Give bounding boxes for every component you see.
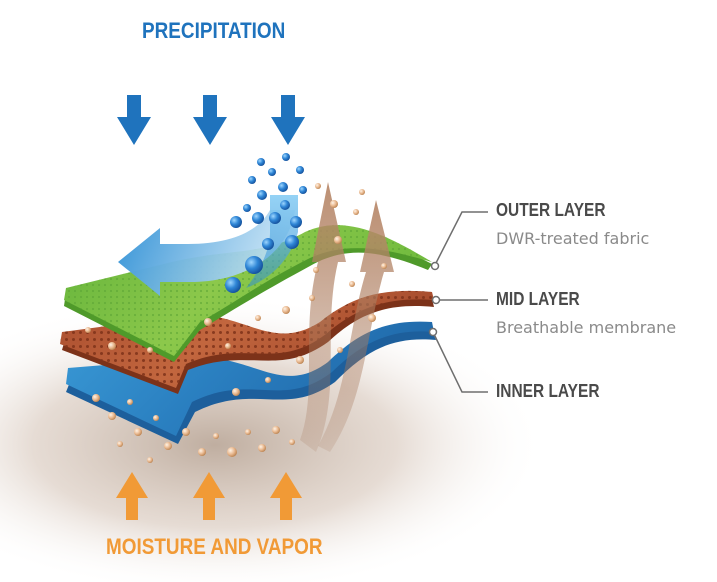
outer-layer-description: DWR-treated fabric	[496, 229, 650, 248]
droplet-icon	[230, 216, 242, 228]
particle-icon	[296, 356, 304, 364]
water-droplets	[225, 153, 307, 293]
particle-icon	[258, 444, 266, 452]
particle-icon	[337, 347, 343, 353]
repel-flow	[118, 210, 295, 296]
inner-layer-leader	[432, 331, 488, 393]
droplet-icon	[268, 168, 276, 176]
particle-icon	[225, 343, 231, 349]
droplet-icon	[225, 277, 241, 293]
droplet-icon	[282, 153, 290, 161]
particle-icon	[282, 306, 290, 314]
particle-icon	[108, 412, 116, 420]
droplet-icon	[299, 186, 307, 194]
particle-icon	[359, 189, 365, 195]
arrow-up-icon	[270, 472, 302, 520]
droplet-icon	[280, 200, 290, 210]
particle-icon	[349, 281, 355, 287]
droplet-icon	[262, 238, 274, 250]
rain-arrows	[117, 95, 305, 145]
particle-icon	[182, 428, 190, 436]
particle-icon	[127, 399, 133, 405]
droplet-icon	[257, 158, 265, 166]
outer-layer-leader	[434, 211, 488, 266]
droplet-icon	[257, 190, 267, 200]
particle-icon	[227, 447, 237, 457]
leader-dots	[428, 261, 441, 337]
particle-icon	[147, 347, 153, 353]
droplet-icon	[243, 204, 251, 212]
particle-icon	[353, 209, 359, 215]
droplet-icon	[269, 212, 281, 224]
particle-icon	[92, 394, 100, 402]
particle-icon	[245, 429, 251, 435]
particle-icon	[153, 415, 159, 421]
leader-lines	[432, 211, 488, 393]
vapor-particles	[85, 183, 387, 463]
particle-icon	[85, 327, 91, 333]
particle-icon	[198, 448, 206, 456]
mid-layer-description: Breathable membrane	[496, 318, 677, 337]
curved-arrow-icon	[118, 210, 295, 296]
particle-icon	[232, 388, 240, 396]
moisture-arrows	[116, 472, 302, 520]
particle-icon	[147, 457, 153, 463]
particle-icon	[117, 441, 123, 447]
mid-layer-shape	[60, 290, 434, 394]
particle-icon	[204, 318, 212, 326]
droplet-icon	[278, 182, 288, 192]
particle-icon	[255, 315, 261, 321]
droplet-icon	[252, 212, 264, 224]
arrow-down-icon	[193, 95, 227, 145]
moisture-vapor-title: MOISTURE AND VAPOR	[106, 534, 323, 559]
arrow-down-icon	[117, 95, 151, 145]
arrow-up-icon	[193, 472, 225, 520]
particle-icon	[134, 428, 142, 436]
particle-icon	[108, 342, 116, 350]
arrow-up-icon	[116, 472, 148, 520]
particle-icon	[315, 183, 321, 189]
particle-icon	[330, 200, 338, 208]
particle-icon	[368, 314, 376, 322]
outer-layer-shape	[64, 225, 432, 362]
outer-layer-label: OUTER LAYER	[496, 200, 606, 220]
droplet-icon	[285, 235, 299, 249]
curved-arrow-up-icon	[318, 200, 394, 452]
particle-icon	[213, 433, 219, 439]
inner-layer-label: INNER LAYER	[496, 381, 600, 401]
mid-layer-label: MID LAYER	[496, 289, 580, 309]
droplet-icon	[296, 166, 304, 174]
curved-arrow-up-icon	[300, 182, 346, 452]
precipitation-title: PRECIPITATION	[142, 18, 286, 43]
particle-icon	[164, 442, 172, 450]
arrow-down-icon	[271, 95, 305, 145]
particle-icon	[313, 267, 319, 273]
particle-icon	[272, 426, 280, 434]
particle-icon	[265, 377, 271, 383]
droplet-icon	[290, 216, 302, 228]
vapor-streams	[300, 182, 394, 452]
particle-icon	[309, 295, 315, 301]
particle-icon	[334, 236, 342, 244]
particle-icon	[289, 439, 295, 445]
droplet-icon	[248, 176, 256, 184]
droplet-icon	[245, 256, 263, 274]
particle-icon	[381, 263, 387, 269]
